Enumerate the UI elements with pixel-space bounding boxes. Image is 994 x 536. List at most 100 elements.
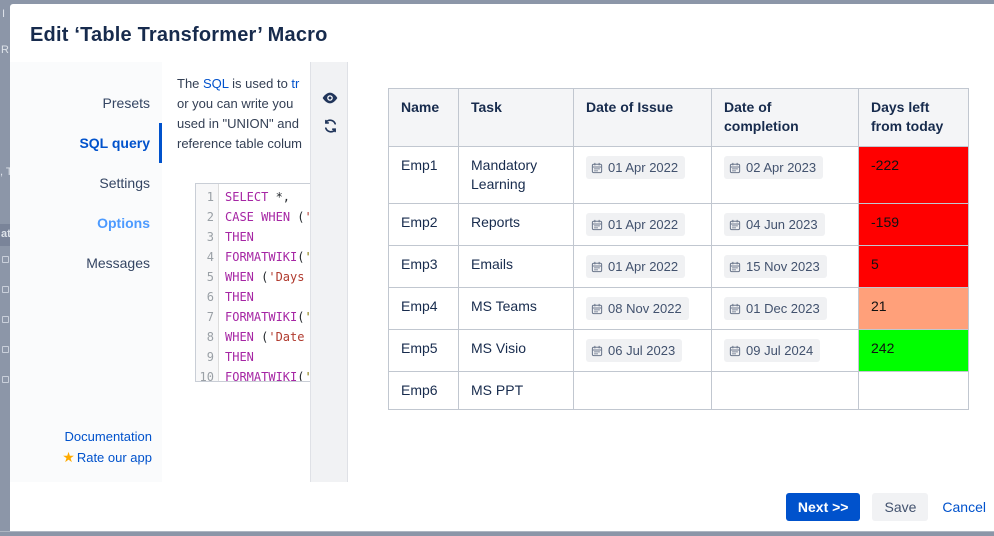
background-page-fragment: at (1, 228, 11, 240)
cell-date-issue: 06 Jul 2023 (573, 329, 712, 372)
code-line-number: 6 (206, 290, 214, 304)
preview-eye-button[interactable] (311, 86, 349, 110)
sidebar-item-messages[interactable]: Messages (86, 255, 150, 271)
code-line: CASE WHEN (' (225, 210, 310, 224)
refresh-preview-button[interactable] (311, 114, 349, 138)
code-line-number: 8 (206, 330, 214, 344)
background-calendar-fragment (2, 256, 9, 263)
cell-date-issue (573, 371, 712, 410)
code-line: THEN (225, 350, 254, 364)
sidebar-item-settings[interactable]: Settings (99, 175, 150, 191)
cell-name: Emp2 (388, 203, 459, 246)
background-table-header-fragment: at (0, 224, 11, 246)
code-line: FORMATWIKI(' (225, 310, 310, 324)
sql-help-link[interactable]: SQL (203, 76, 229, 91)
date-lozenge: 09 Jul 2024 (724, 339, 821, 362)
cell-name: Emp3 (388, 245, 459, 288)
background-page-fragment: , T (0, 166, 13, 178)
cell-task: MS PPT (458, 371, 574, 410)
sql-help-text: The SQL is used to tr or you can write y… (177, 76, 303, 151)
column-header: Date of Issue (573, 88, 712, 147)
date-lozenge: 01 Dec 2023 (724, 297, 827, 320)
code-line-number: 9 (206, 350, 214, 364)
calendar-icon (591, 345, 603, 356)
cell-days-left: 5 (858, 245, 969, 288)
cell-date-issue: 01 Apr 2022 (573, 203, 712, 246)
cell-days-left (858, 371, 969, 410)
cell-name: Emp1 (388, 146, 459, 204)
calendar-icon (729, 345, 741, 356)
dialog-title: Edit ‘Table Transformer’ Macro (30, 24, 328, 46)
cell-date-completion (711, 371, 859, 410)
sidebar-item-sql-query[interactable]: SQL query (10, 123, 162, 163)
calendar-icon (591, 303, 603, 314)
code-line-number: 7 (206, 310, 214, 324)
code-content[interactable]: SELECT *,CASE WHEN ('THENFORMATWIKI('WHE… (219, 184, 310, 381)
code-line-number: 10 (199, 370, 214, 382)
code-line-number: 2 (206, 210, 214, 224)
dialog-footer: Next >> Save Cancel (10, 483, 994, 531)
code-line: THEN (225, 290, 254, 304)
calendar-icon (591, 219, 603, 230)
code-line: THEN (225, 230, 254, 244)
cell-date-completion: 09 Jul 2024 (711, 329, 859, 372)
cell-date-issue: 01 Apr 2022 (573, 245, 712, 288)
code-line-number: 4 (206, 250, 214, 264)
column-header: Date of completion (711, 88, 859, 147)
date-lozenge: 04 Jun 2023 (724, 213, 825, 236)
cell-name: Emp6 (388, 371, 459, 410)
background-page-fragment: R (1, 44, 9, 56)
calendar-icon (729, 303, 741, 314)
code-line: WHEN ('Date (225, 330, 305, 344)
background-calendar-fragment (2, 376, 9, 383)
star-icon: ★ (62, 449, 75, 465)
cell-task: Emails (458, 245, 574, 288)
sql-query-panel: The SQL is used to tr or you can write y… (162, 62, 310, 482)
calendar-icon (591, 162, 603, 173)
sidebar-item-options[interactable]: Options (97, 215, 150, 231)
cell-task: Mandatory Learning (458, 146, 574, 204)
dimmed-page-bottom-edge (0, 531, 994, 536)
dimmed-page-background: I R , T at (0, 0, 13, 536)
date-lozenge: 08 Nov 2022 (586, 297, 689, 320)
cell-date-issue: 01 Apr 2022 (573, 146, 712, 204)
cell-date-completion: 04 Jun 2023 (711, 203, 859, 246)
cell-task: Reports (458, 203, 574, 246)
cell-days-left: 21 (858, 287, 969, 330)
cell-days-left: -159 (858, 203, 969, 246)
documentation-link[interactable]: Documentation (64, 429, 152, 444)
background-calendar-fragment (2, 316, 9, 323)
column-header: Days left from today (858, 88, 969, 147)
background-page-fragment: I (2, 8, 6, 20)
sidebar-item-presets[interactable]: Presets (102, 95, 150, 111)
calendar-icon (591, 261, 603, 272)
column-header: Name (388, 88, 459, 147)
code-line-number: 1 (206, 190, 214, 204)
next-button[interactable]: Next >> (785, 493, 861, 521)
cancel-button[interactable]: Cancel (940, 493, 988, 521)
calendar-icon (729, 261, 741, 272)
date-lozenge: 01 Apr 2022 (586, 255, 686, 278)
cell-days-left: -222 (858, 146, 969, 204)
code-line-number: 3 (206, 230, 214, 244)
cell-date-completion: 02 Apr 2023 (711, 146, 859, 204)
code-line: FORMATWIKI(' (225, 250, 310, 264)
rate-our-app-link[interactable]: Rate our app (76, 450, 152, 465)
code-line: FORMATWIKI(' (225, 370, 310, 382)
save-button[interactable]: Save (872, 493, 929, 521)
date-lozenge: 01 Apr 2022 (586, 156, 686, 179)
date-lozenge: 01 Apr 2022 (586, 213, 686, 236)
